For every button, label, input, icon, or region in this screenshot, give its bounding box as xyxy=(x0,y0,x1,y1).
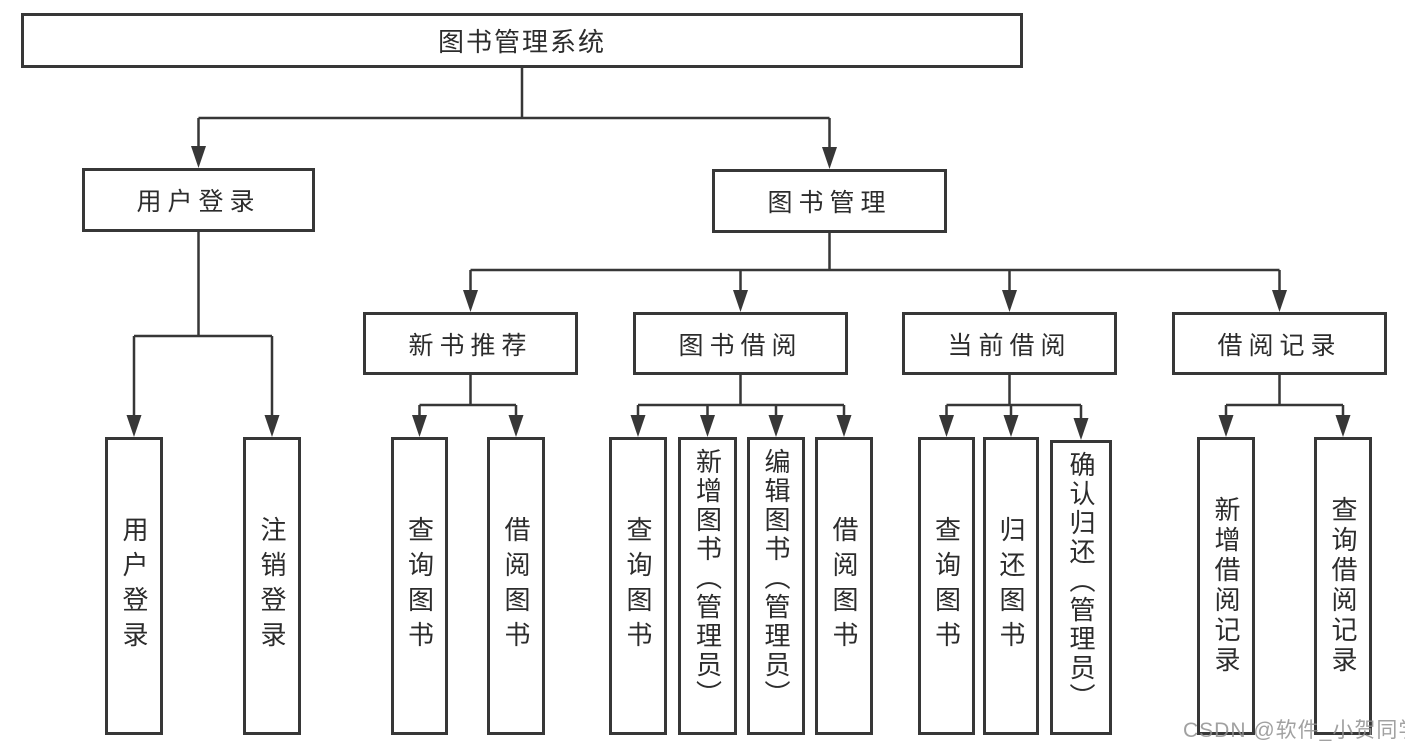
node-new-book-recommend: 新书推荐 xyxy=(363,312,578,375)
node-label: 注销登录 xyxy=(257,516,287,656)
leaf-query-books-current: 查询图书 xyxy=(918,437,975,735)
node-label: 查询借阅记录 xyxy=(1328,496,1358,676)
leaf-borrow-books-recommend: 借阅图书 xyxy=(487,437,545,735)
leaf-query-borrow-record: 查询借阅记录 xyxy=(1314,437,1372,735)
node-label: 借阅图书 xyxy=(829,516,859,656)
node-label: 新书推荐 xyxy=(408,331,533,360)
node-label: 归还图书 xyxy=(996,516,1026,656)
leaf-confirm-return-admin: 确认归还（管理员） xyxy=(1050,440,1112,735)
node-user-login: 用户登录 xyxy=(82,168,315,232)
node-label: 查询图书 xyxy=(931,516,962,656)
node-label: 当前借阅 xyxy=(947,331,1072,360)
node-library-management-system: 图书管理系统 xyxy=(21,13,1023,68)
node-label: 查询图书 xyxy=(404,516,435,656)
node-borrow-records: 借阅记录 xyxy=(1172,312,1387,375)
node-book-management: 图书管理 xyxy=(712,169,947,233)
node-label: 用户登录 xyxy=(119,516,149,656)
node-label: 借阅图书 xyxy=(501,516,531,656)
node-label: 图书管理系统 xyxy=(437,27,606,57)
leaf-edit-books-admin: 编辑图书（管理员） xyxy=(747,437,805,735)
connector-segments xyxy=(132,68,1345,418)
leaf-logout: 注销登录 xyxy=(243,437,301,735)
node-label: 图书管理 xyxy=(767,189,892,217)
node-book-borrow: 图书借阅 xyxy=(633,312,848,375)
node-label: 借阅记录 xyxy=(1217,331,1342,360)
leaf-user-login: 用户登录 xyxy=(105,437,163,735)
node-label: 新增图书（管理员） xyxy=(692,448,723,709)
connector-arrowheads xyxy=(126,146,1351,440)
leaf-query-books-recommend: 查询图书 xyxy=(391,437,448,735)
leaf-return-books: 归还图书 xyxy=(983,437,1039,735)
node-current-borrow: 当前借阅 xyxy=(902,312,1117,375)
node-label: 图书借阅 xyxy=(678,331,803,360)
node-label: 查询图书 xyxy=(623,516,653,656)
leaf-add-borrow-record: 新增借阅记录 xyxy=(1197,437,1255,735)
node-label: 确认归还（管理员） xyxy=(1066,451,1096,712)
node-label: 新增借阅记录 xyxy=(1211,496,1241,676)
node-label: 用户登录 xyxy=(136,188,261,216)
leaf-add-books-admin: 新增图书（管理员） xyxy=(678,437,737,735)
csdn-watermark: CSDN @软件_小贺同学 xyxy=(1183,719,1405,742)
leaf-borrow-books: 借阅图书 xyxy=(815,437,873,735)
leaf-query-books-borrow: 查询图书 xyxy=(609,437,667,735)
node-label: 编辑图书（管理员） xyxy=(761,448,791,709)
